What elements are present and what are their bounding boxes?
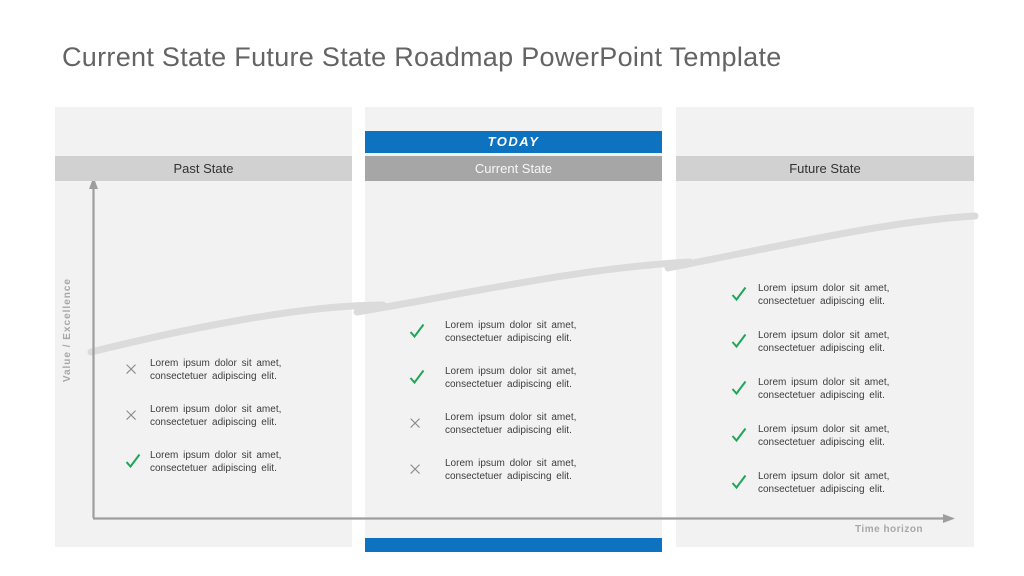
item-text: Lorem ipsum dolor sit amet,consectetuer … bbox=[758, 424, 890, 448]
list-item: Lorem ipsum dolor sit amet,consectetuer … bbox=[409, 366, 576, 391]
list-item: Lorem ipsum dolor sit amet,consectetuer … bbox=[409, 458, 576, 483]
y-axis-label: Value / Excellence bbox=[62, 278, 73, 383]
check-icon bbox=[125, 453, 141, 469]
list-item: Lorem ipsum dolor sit amet,consectetuer … bbox=[731, 471, 889, 496]
check-icon bbox=[409, 323, 425, 339]
check-icon bbox=[731, 474, 747, 490]
list-item: Lorem ipsum dolor sit amet,consectetuer … bbox=[125, 450, 281, 475]
item-text: Lorem ipsum dolor sit amet,consectetuer … bbox=[758, 283, 890, 307]
check-icon bbox=[731, 380, 747, 396]
cross-icon bbox=[409, 463, 425, 476]
list-item: Lorem ipsum dolor sit amet,consectetuer … bbox=[731, 424, 889, 449]
future-state-header: Future State bbox=[676, 156, 974, 181]
item-text: Lorem ipsum dolor sit amet,consectetuer … bbox=[445, 366, 577, 390]
item-text: Lorem ipsum dolor sit amet,consectetuer … bbox=[445, 412, 577, 436]
check-icon bbox=[409, 369, 425, 385]
current-state-bottom-bar bbox=[365, 538, 662, 552]
item-text: Lorem ipsum dolor sit amet,consectetuer … bbox=[758, 330, 890, 354]
list-item: Lorem ipsum dolor sit amet,consectetuer … bbox=[409, 412, 576, 437]
today-banner: TODAY bbox=[365, 131, 662, 153]
item-text: Lorem ipsum dolor sit amet,consectetuer … bbox=[758, 471, 890, 495]
cross-icon bbox=[409, 417, 425, 430]
slide-title: Current State Future State Roadmap Power… bbox=[62, 42, 782, 72]
item-text: Lorem ipsum dolor sit amet,consectetuer … bbox=[150, 358, 282, 382]
item-text: Lorem ipsum dolor sit amet,consectetuer … bbox=[150, 450, 282, 474]
future-state-list: Lorem ipsum dolor sit amet,consectetuer … bbox=[731, 283, 889, 496]
item-text: Lorem ipsum dolor sit amet,consectetuer … bbox=[445, 458, 577, 482]
list-item: Lorem ipsum dolor sit amet,consectetuer … bbox=[409, 320, 576, 345]
item-text: Lorem ipsum dolor sit amet,consectetuer … bbox=[758, 377, 890, 401]
item-text: Lorem ipsum dolor sit amet,consectetuer … bbox=[150, 404, 282, 428]
check-icon bbox=[731, 286, 747, 302]
past-state-list: Lorem ipsum dolor sit amet,consectetuer … bbox=[125, 358, 281, 475]
check-icon bbox=[731, 333, 747, 349]
cross-icon bbox=[125, 363, 141, 376]
check-icon bbox=[731, 427, 747, 443]
list-item: Lorem ipsum dolor sit amet,consectetuer … bbox=[731, 377, 889, 402]
past-state-header: Past State bbox=[55, 156, 352, 181]
list-item: Lorem ipsum dolor sit amet,consectetuer … bbox=[125, 404, 281, 429]
current-state-list: Lorem ipsum dolor sit amet,consectetuer … bbox=[409, 320, 576, 483]
list-item: Lorem ipsum dolor sit amet,consectetuer … bbox=[731, 283, 889, 308]
current-state-header: Current State bbox=[365, 156, 662, 181]
list-item: Lorem ipsum dolor sit amet,consectetuer … bbox=[731, 330, 889, 355]
list-item: Lorem ipsum dolor sit amet,consectetuer … bbox=[125, 358, 281, 383]
item-text: Lorem ipsum dolor sit amet,consectetuer … bbox=[445, 320, 577, 344]
cross-icon bbox=[125, 409, 141, 422]
x-axis-label: Time horizon bbox=[855, 524, 924, 535]
